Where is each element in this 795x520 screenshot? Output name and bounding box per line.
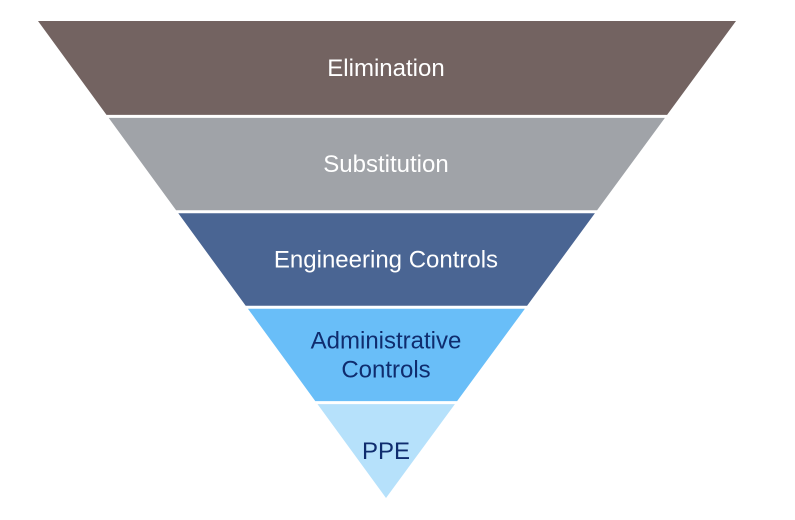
tier-elimination-label-line: Elimination xyxy=(327,55,444,82)
tier-ppe-band xyxy=(317,404,455,498)
tier-substitution-label: Substitution xyxy=(323,151,448,178)
tiers-layer xyxy=(38,21,736,498)
tier-elimination-band xyxy=(38,21,736,115)
tier-elimination-label: Elimination xyxy=(327,55,444,82)
tier-substitution-label-line: Substitution xyxy=(323,151,448,178)
tier-administrative-controls-label-line: Controls xyxy=(341,356,430,383)
tier-substitution-band xyxy=(108,117,665,211)
tier-engineering-controls-label-line: Engineering Controls xyxy=(274,246,498,273)
tier-administrative-controls-label-line: Administrative xyxy=(311,327,462,354)
tier-engineering-controls-band xyxy=(178,213,595,306)
tier-engineering-controls-label: Engineering Controls xyxy=(274,246,498,273)
tier-ppe-label: PPE xyxy=(362,438,410,465)
tier-administrative-controls-band xyxy=(247,308,525,402)
tier-ppe-label-line: PPE xyxy=(362,438,410,465)
